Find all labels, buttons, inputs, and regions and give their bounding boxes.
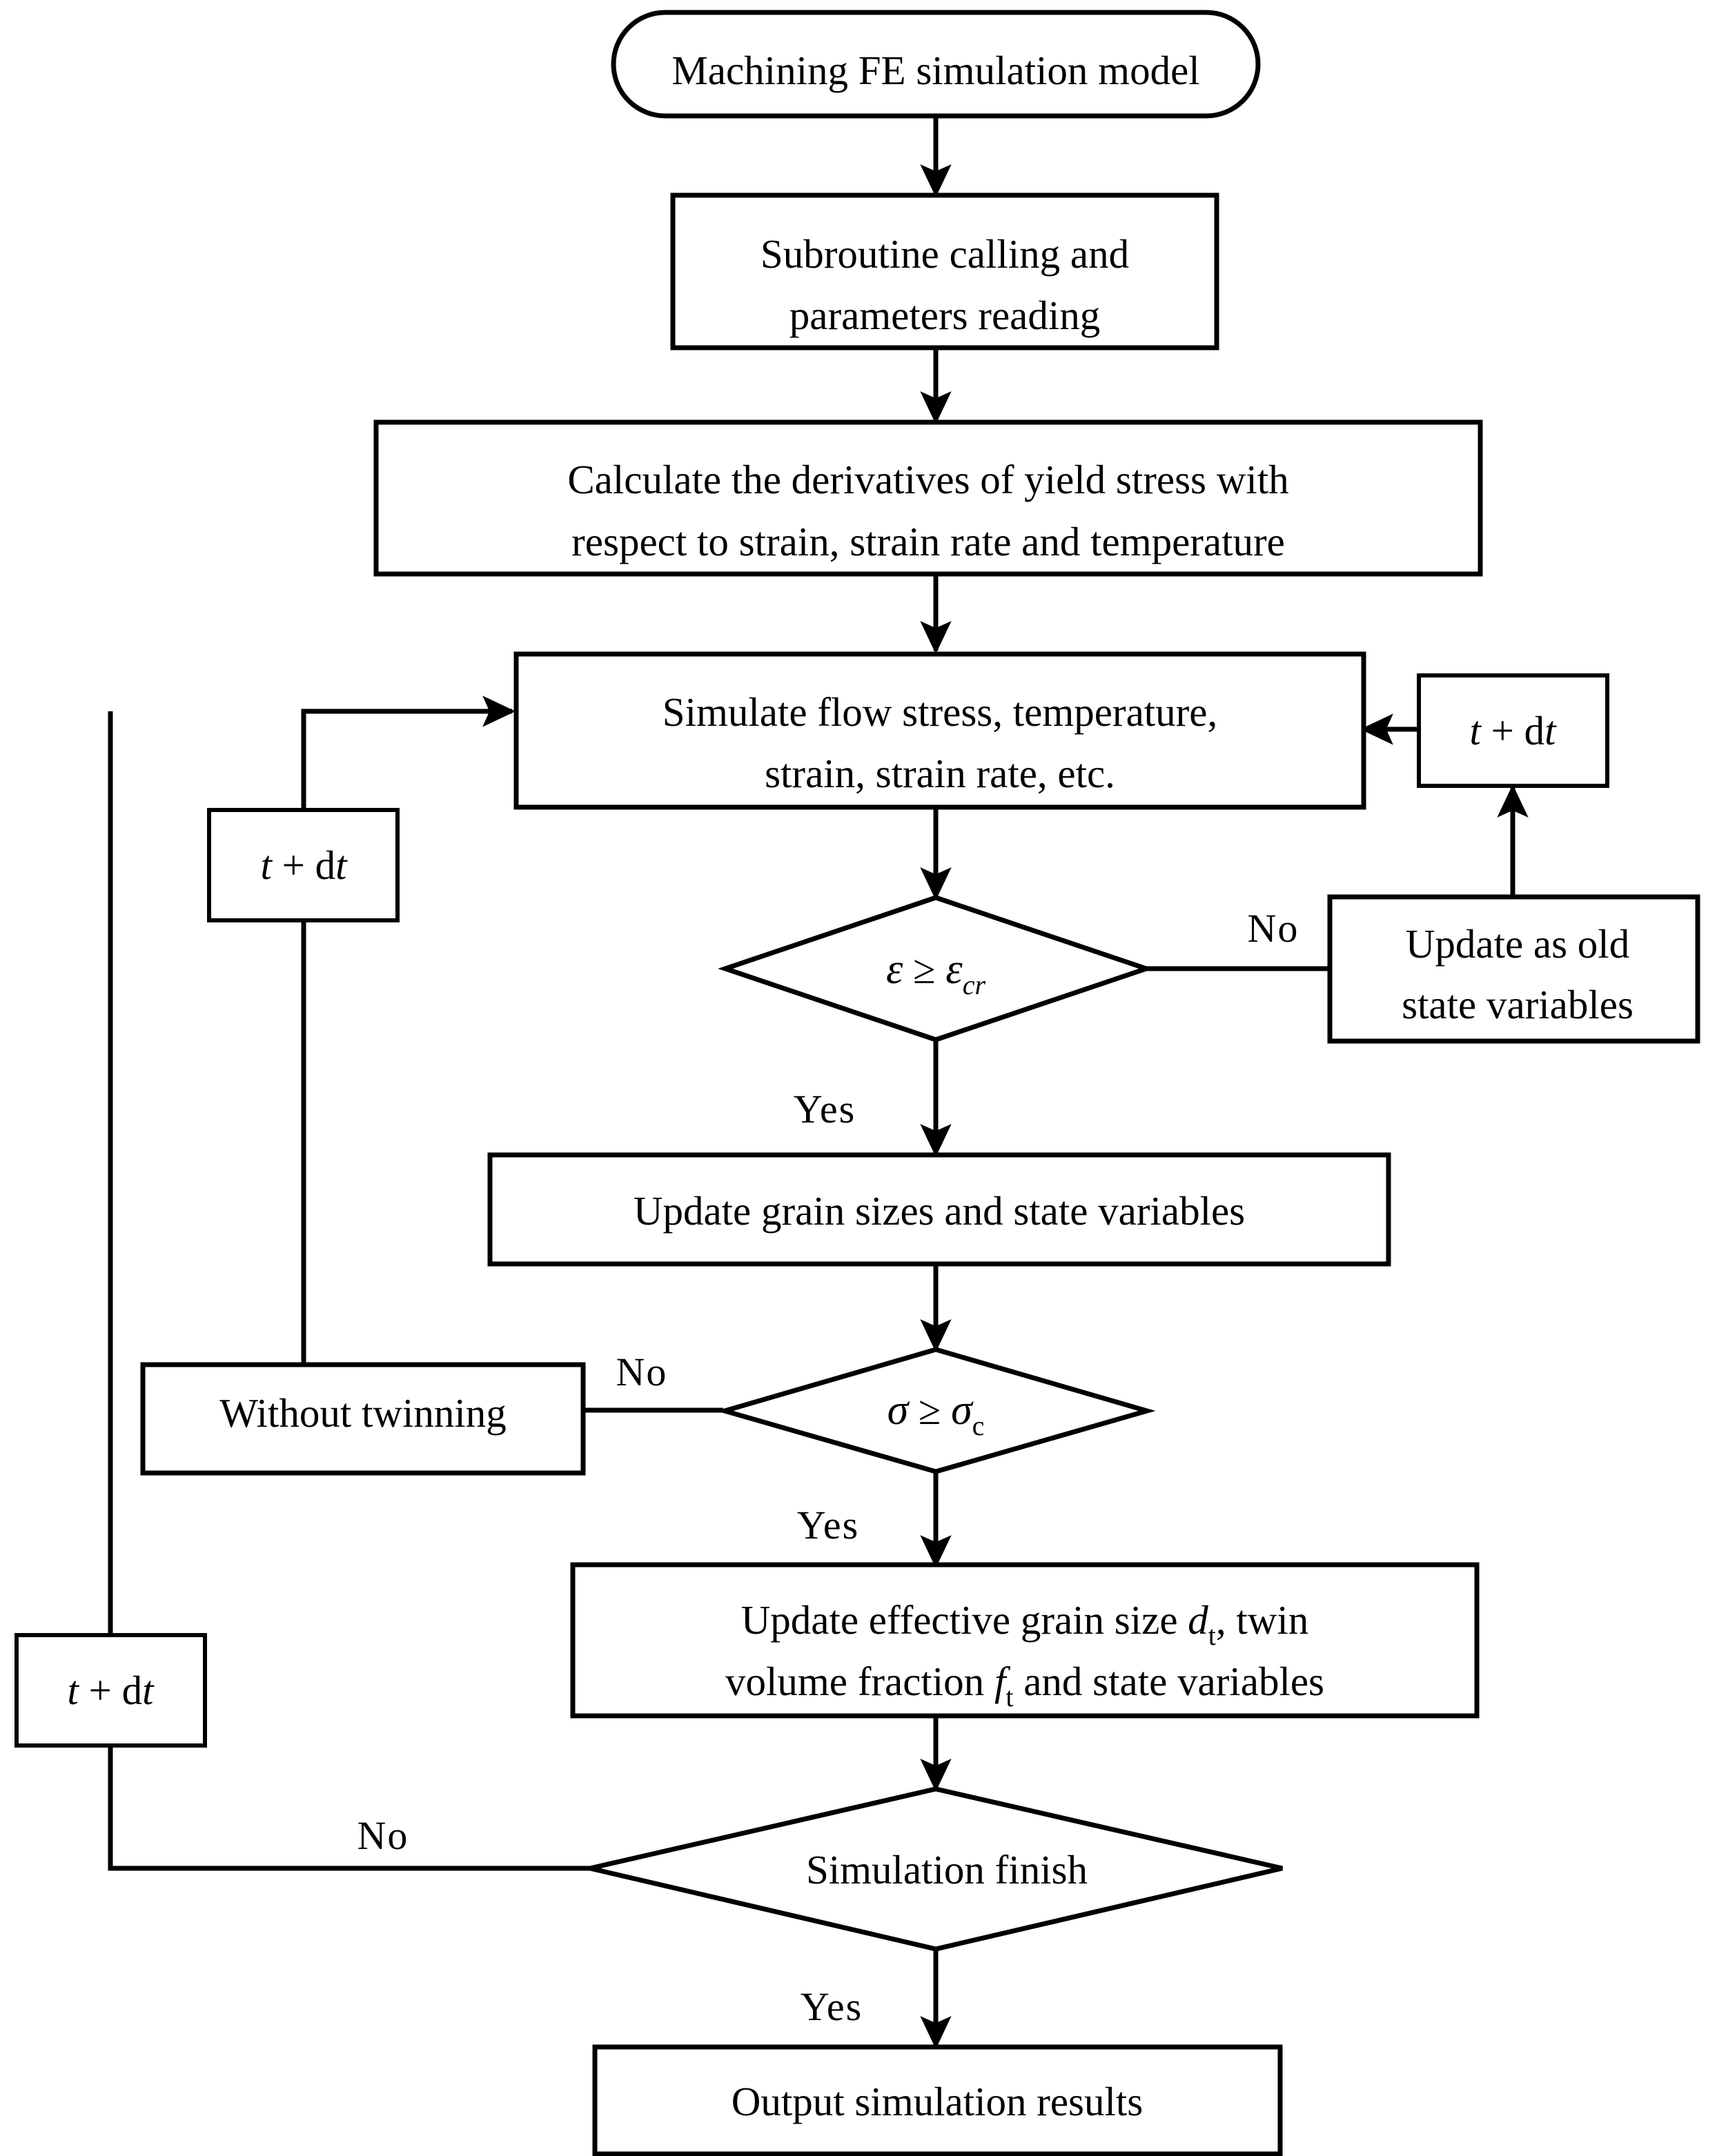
update-old-shape (1327, 894, 1700, 1044)
update-old-label-line1: Update as old (1406, 921, 1629, 967)
node-without-twinning[interactable]: Without twinning (140, 1362, 586, 1476)
tdt-right-label: t + dt (1469, 708, 1557, 753)
tdt-bottom-left-shape (14, 1633, 207, 1748)
tdt-bottom-left-label: t + dt (67, 1668, 155, 1713)
update-effective-label-line1: Update effective grain size dt, twin (741, 1597, 1309, 1651)
update-effective-shape (570, 1562, 1480, 1719)
simulate-label-line1: Simulate flow stress, temperature, (663, 689, 1217, 735)
node-stress-check[interactable]: σ ≥ σc (716, 1347, 1156, 1474)
node-tdt-mid-left[interactable]: t + dt (207, 808, 400, 922)
node-tdt-right[interactable]: t + dt (1417, 673, 1609, 788)
update-old-label-line2: state variables (1402, 982, 1633, 1027)
subroutine-shape (670, 192, 1219, 350)
stress-check-shape (716, 1347, 1156, 1474)
edge-label-stress-no: No (616, 1349, 668, 1394)
output-label: Output simulation results (732, 2079, 1144, 2124)
node-sim-finish[interactable]: Simulation finish (589, 1786, 1283, 1952)
subroutine-label-line2: parameters reading (789, 293, 1100, 338)
sim-finish-label: Simulation finish (806, 1847, 1088, 1892)
simulate-shape (513, 651, 1366, 810)
start-label: Machining FE simulation model (671, 48, 1199, 93)
edge-tdt-mid-to-simulate (301, 695, 516, 809)
edge-label-stress-yes: Yes (797, 1503, 859, 1547)
node-update-grain[interactable]: Update grain sizes and state variables (487, 1152, 1391, 1267)
node-update-effective[interactable]: Update effective grain size dt, twin vol… (570, 1562, 1480, 1719)
tdt-mid-left-shape (207, 808, 400, 922)
without-twinning-label: Without twinning (219, 1390, 507, 1436)
node-derivatives[interactable]: Calculate the derivatives of yield stres… (373, 419, 1483, 577)
node-update-old[interactable]: Update as old state variables (1327, 894, 1700, 1044)
node-output[interactable]: Output simulation results (592, 2044, 1283, 2156)
edge-label-finish-no: No (357, 1813, 409, 1858)
tdt-mid-left-label: t + dt (260, 842, 348, 888)
edge-label-strain-no: No (1248, 906, 1299, 951)
edge-label-strain-yes: Yes (794, 1087, 856, 1131)
simulate-label-line2: strain, strain rate, etc. (765, 751, 1115, 796)
update-grain-label: Update grain sizes and state variables (634, 1188, 1245, 1234)
sim-finish-shape (589, 1786, 1283, 1952)
subroutine-label-line1: Subroutine calling and (761, 231, 1129, 277)
derivatives-shape (373, 419, 1483, 577)
edge-label-finish-yes: Yes (801, 1984, 863, 2029)
edge-sim-finish-no-loop (108, 711, 765, 1871)
node-start[interactable]: Machining FE simulation model (611, 10, 1261, 119)
update-grain-shape (487, 1152, 1391, 1267)
derivatives-label-line1: Calculate the derivatives of yield stres… (567, 457, 1288, 502)
strain-check-shape (718, 895, 1154, 1042)
derivatives-label-line2: respect to strain, strain rate and tempe… (571, 519, 1285, 564)
without-twinning-shape (140, 1362, 586, 1476)
start-shape (611, 10, 1261, 119)
tdt-right-shape (1417, 673, 1609, 788)
stress-check-label: σ ≥ σc (887, 1387, 985, 1441)
output-shape (592, 2044, 1283, 2156)
node-strain-check[interactable]: ε ≥ εcr (718, 895, 1154, 1042)
strain-check-label: ε ≥ εcr (886, 946, 986, 1000)
node-subroutine[interactable]: Subroutine calling and parameters readin… (670, 192, 1219, 350)
node-tdt-bottom-left[interactable]: t + dt (14, 1633, 207, 1748)
node-simulate[interactable]: Simulate flow stress, temperature, strai… (513, 651, 1366, 810)
